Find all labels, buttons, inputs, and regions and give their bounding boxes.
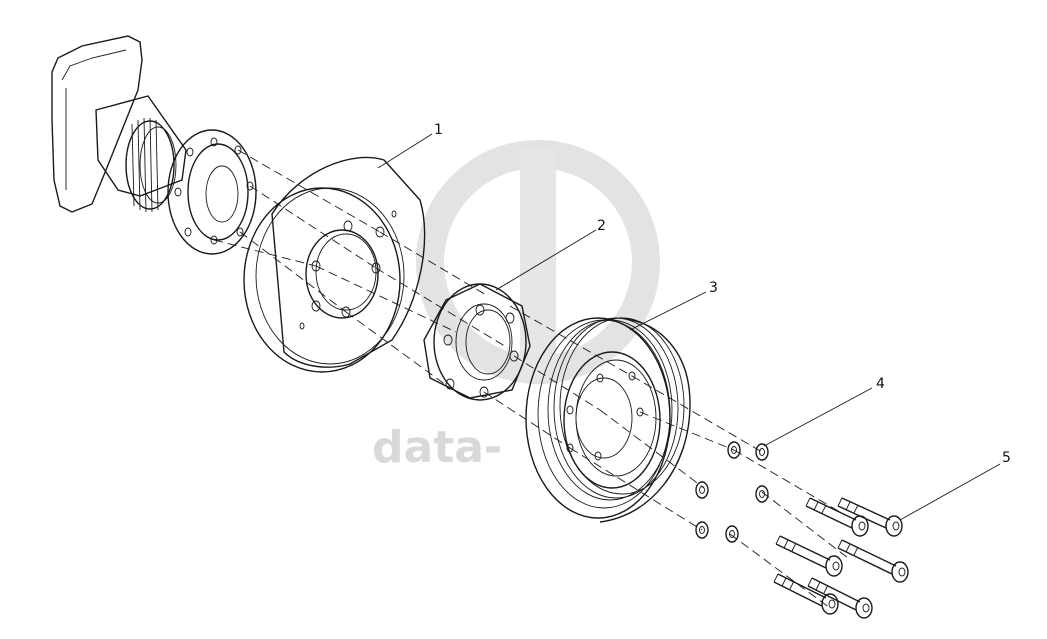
part-5-bolts [773,497,909,619]
bolt [807,577,873,619]
washer [725,525,739,543]
leader-line-2 [495,229,597,291]
callout-labels: 1 2 3 4 5 [434,122,1011,466]
washer [695,521,709,539]
watermark-text: data- [372,422,502,473]
callout-4: 4 [876,376,885,392]
bolt [837,497,903,537]
bolt [837,539,909,583]
bolt [773,573,839,615]
part-3-belt-pulley [525,317,691,523]
leader-line-5 [899,463,1001,521]
watermark: data- [372,140,660,473]
part-4-washers [695,441,769,543]
callout-3: 3 [709,280,718,296]
crankshaft-assembly [51,35,257,255]
part-1-vibration-damper [243,156,426,373]
leader-lines [377,133,1001,521]
callout-2: 2 [597,218,606,234]
callout-5: 5 [1002,450,1011,466]
callout-1: 1 [434,122,443,138]
washer [695,481,709,499]
leader-line-3 [629,291,707,331]
part-2-spacer-ring [423,283,531,401]
leader-line-1 [377,133,433,169]
washer [755,443,769,461]
leader-line-4 [763,387,873,447]
bolt [775,535,843,577]
bolt [805,497,869,537]
washer [755,485,769,503]
washer [727,441,741,459]
